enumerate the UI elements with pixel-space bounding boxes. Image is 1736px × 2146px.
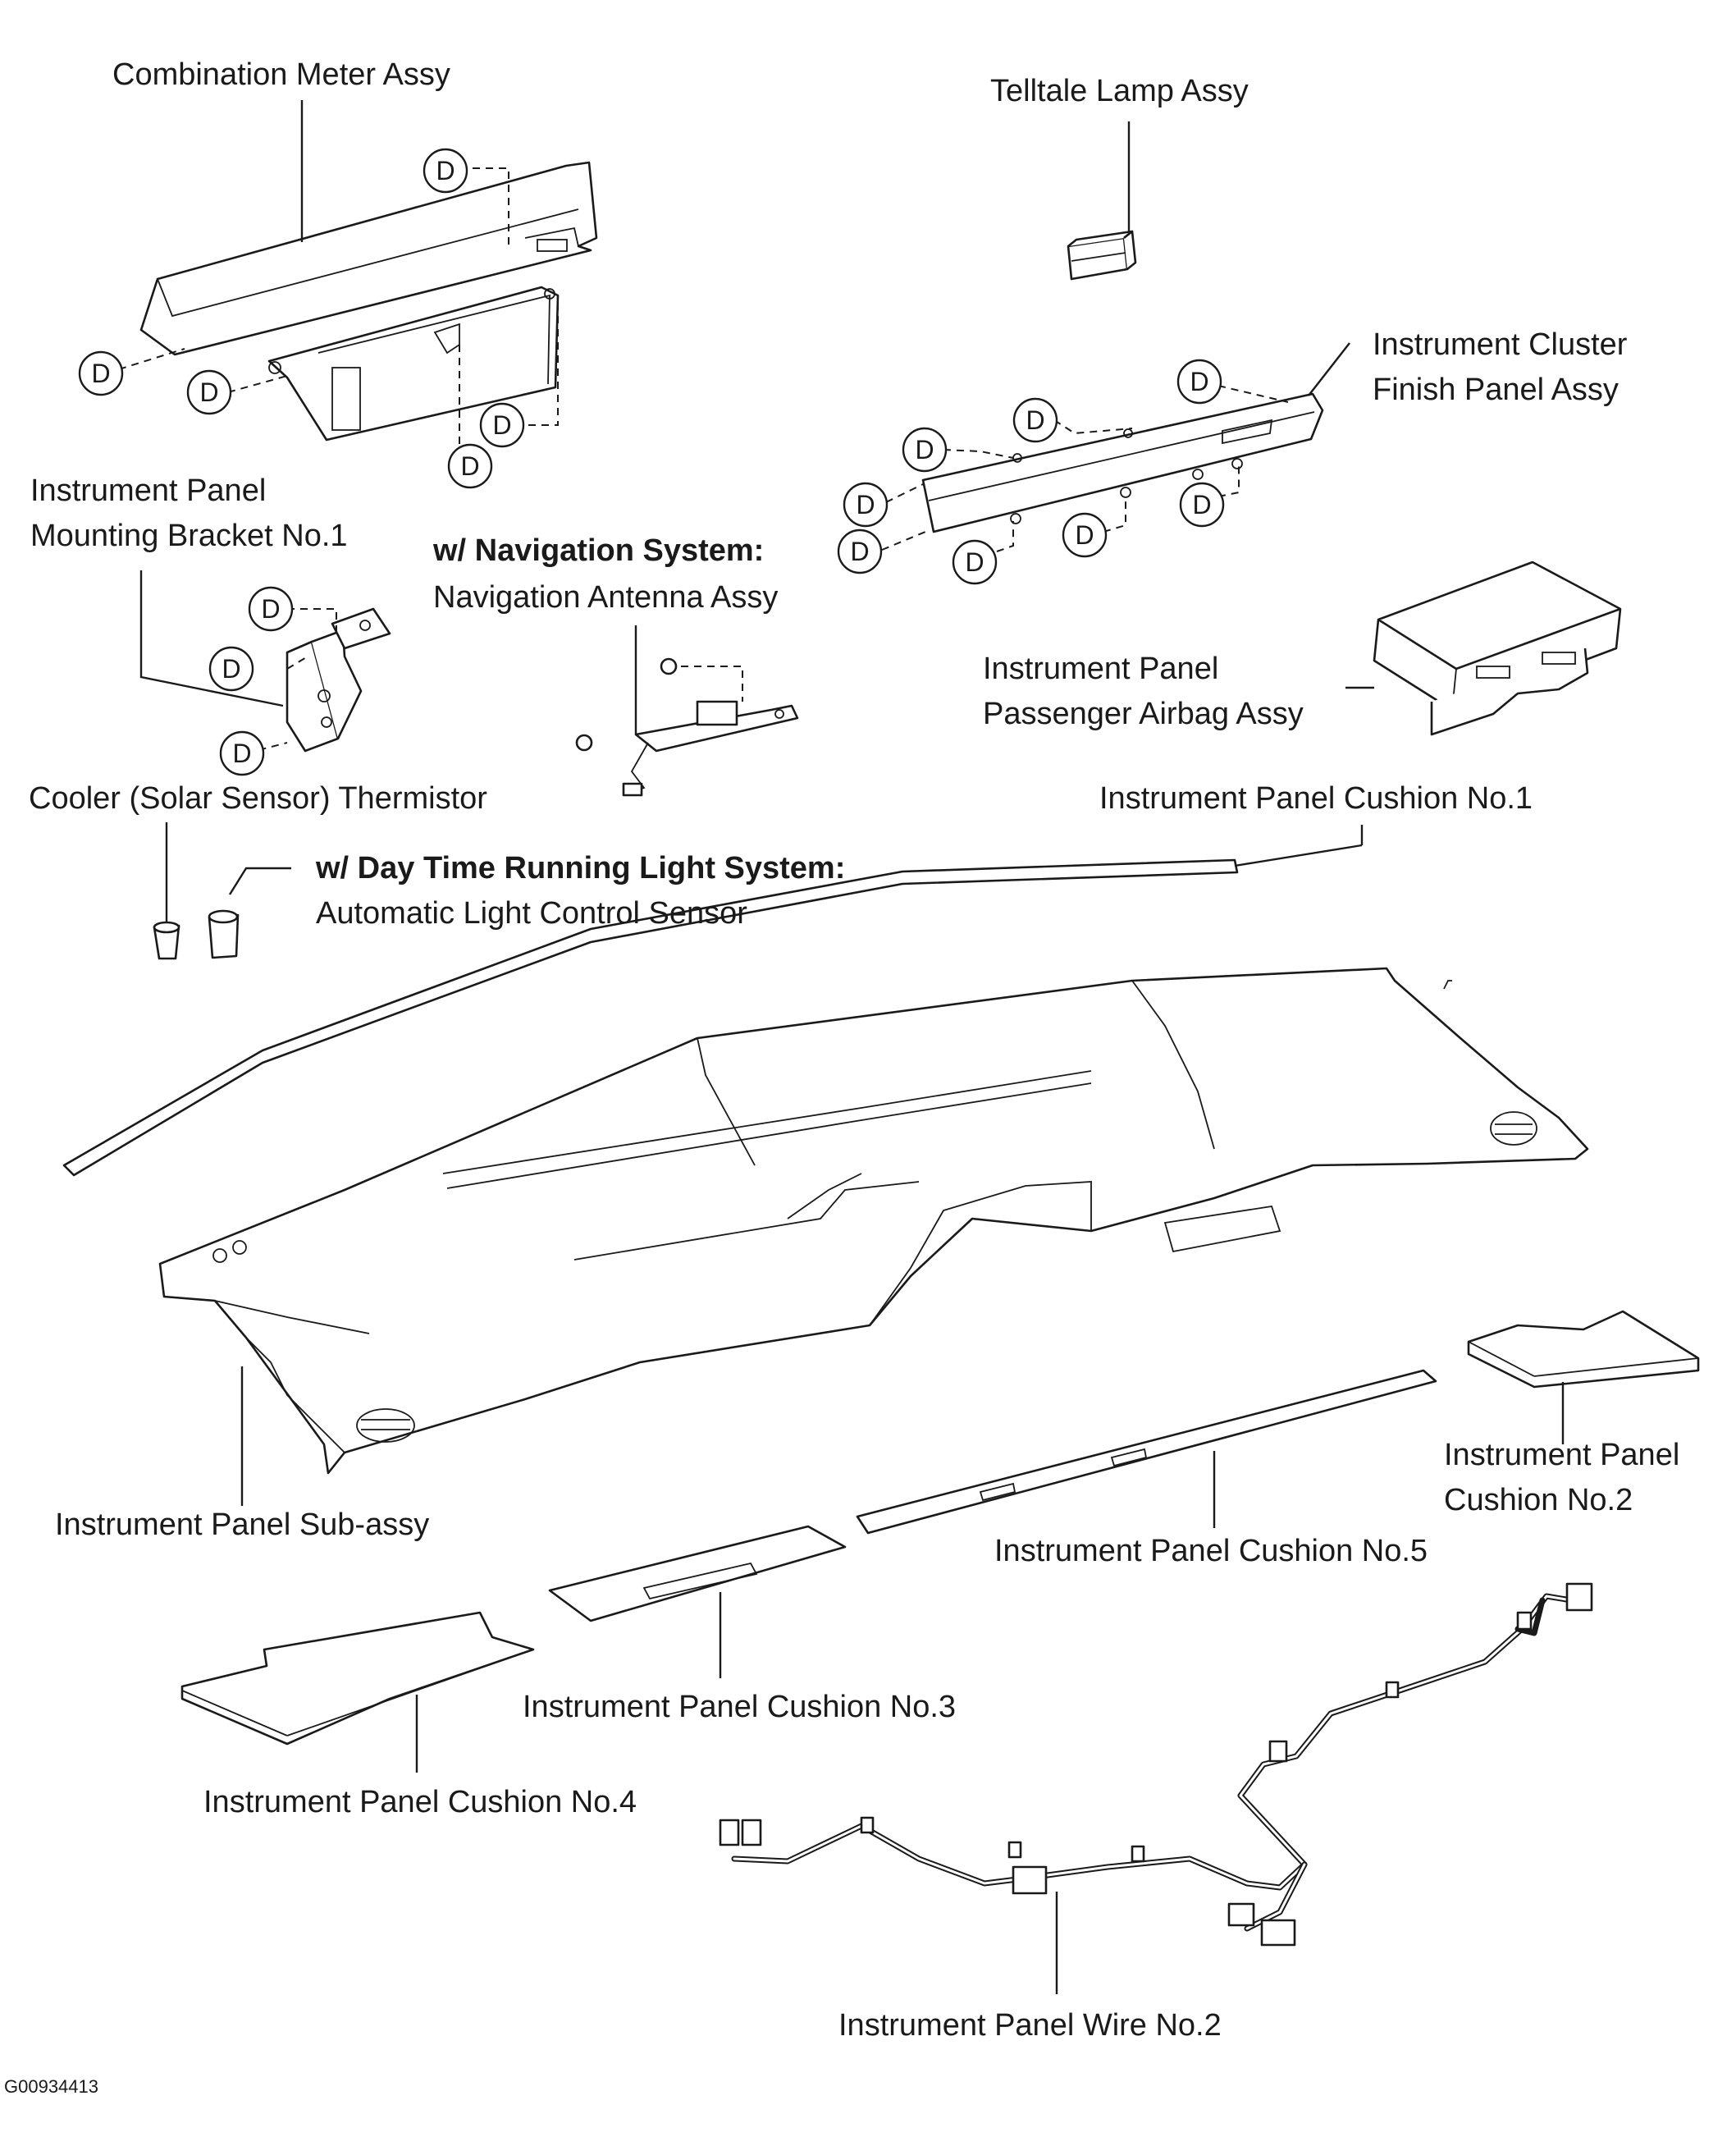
instrument-cluster-finish-panel bbox=[921, 392, 1324, 533]
svg-text:D: D bbox=[965, 547, 984, 577]
automatic-light-control-sensor bbox=[208, 909, 240, 959]
leader-mounting-bracket bbox=[139, 570, 284, 707]
clip-marker-d: D bbox=[902, 427, 948, 473]
svg-text:D: D bbox=[232, 739, 251, 768]
solar-sensor-thermistor bbox=[153, 921, 180, 960]
label-light-sensor: Automatic Light Control Sensor bbox=[316, 896, 747, 931]
clip-marker-d: D bbox=[843, 482, 889, 528]
svg-text:D: D bbox=[856, 490, 875, 519]
label-mounting-bracket-1: Instrument Panel bbox=[30, 474, 266, 508]
clip-marker-d: D bbox=[186, 369, 232, 415]
clip-marker-d: D bbox=[1176, 359, 1222, 405]
clip-marker-d: D bbox=[479, 402, 525, 448]
svg-text:D: D bbox=[91, 359, 110, 388]
leader-cluster-finish bbox=[1308, 342, 1350, 396]
svg-text:D: D bbox=[1075, 520, 1094, 550]
clip-marker-d: D bbox=[837, 528, 883, 574]
svg-text:D: D bbox=[261, 594, 280, 624]
instrument-panel-cushion-no2 bbox=[1467, 1310, 1700, 1389]
clip-marker-d: D bbox=[219, 730, 265, 776]
clip-marker-d: D bbox=[952, 539, 998, 585]
svg-text:D: D bbox=[492, 410, 511, 440]
label-cluster-finish-2: Finish Panel Assy bbox=[1373, 373, 1619, 407]
svg-text:D: D bbox=[1190, 367, 1208, 396]
svg-text:D: D bbox=[1192, 490, 1211, 519]
label-solar-sensor: Cooler (Solar Sensor) Thermistor bbox=[29, 781, 487, 816]
clip-marker-d: D bbox=[423, 148, 468, 194]
label-wire-2: Instrument Panel Wire No.2 bbox=[838, 2008, 1222, 2043]
svg-text:D: D bbox=[1026, 405, 1044, 435]
mounting-bracket-no1 bbox=[286, 607, 391, 753]
svg-text:D: D bbox=[460, 451, 479, 481]
label-cushion-4: Instrument Panel Cushion No.4 bbox=[203, 1785, 637, 1819]
instrument-panel-cushion-no4 bbox=[180, 1611, 535, 1746]
clip-marker-d: D bbox=[1062, 512, 1108, 558]
passenger-airbag-assy bbox=[1373, 561, 1622, 736]
instrument-panel-sub-assy bbox=[158, 967, 1589, 1475]
label-cluster-finish-1: Instrument Cluster bbox=[1373, 327, 1628, 362]
label-cushion-1: Instrument Panel Cushion No.1 bbox=[1099, 781, 1533, 816]
label-drl-condition: w/ Day Time Running Light System: bbox=[315, 851, 845, 885]
label-nav-condition: w/ Navigation System: bbox=[432, 533, 764, 568]
clip-marker-d: D bbox=[447, 443, 493, 489]
label-combination-meter: Combination Meter Assy bbox=[112, 57, 450, 92]
figure-code: G00934413 bbox=[4, 2076, 98, 2097]
clip-marker-d: D bbox=[1179, 482, 1225, 528]
instrument-panel-cushion-no1 bbox=[62, 858, 1239, 1177]
svg-text:D: D bbox=[850, 537, 869, 566]
leader-cushion-1 bbox=[1234, 844, 1363, 867]
label-cushion-2-a: Instrument Panel bbox=[1444, 1438, 1679, 1472]
label-cushion-2-b: Cushion No.2 bbox=[1444, 1483, 1633, 1517]
clip-marker-d: D bbox=[248, 586, 294, 632]
svg-text:D: D bbox=[222, 654, 240, 684]
clip-marker-d: D bbox=[208, 646, 254, 692]
label-cushion-5: Instrument Panel Cushion No.5 bbox=[994, 1534, 1428, 1568]
telltale-lamp-assy bbox=[1067, 230, 1137, 281]
clip-marker-d: D bbox=[1012, 397, 1058, 443]
instrument-panel-cushion-no3 bbox=[548, 1525, 847, 1622]
instrument-panel-cushion-no5 bbox=[856, 1369, 1437, 1535]
combination-meter-assy bbox=[139, 161, 598, 442]
svg-text:D: D bbox=[915, 435, 934, 464]
label-airbag-2: Passenger Airbag Assy bbox=[983, 697, 1304, 731]
clip-marker-d: D bbox=[78, 350, 124, 396]
label-telltale-lamp: Telltale Lamp Assy bbox=[990, 74, 1249, 108]
label-airbag-1: Instrument Panel bbox=[983, 652, 1218, 686]
leader-light-sensor bbox=[228, 867, 291, 895]
label-cushion-3: Instrument Panel Cushion No.3 bbox=[523, 1690, 956, 1724]
instrument-panel-wire-no2 bbox=[719, 1582, 1593, 1947]
label-mounting-bracket-2: Mounting Bracket No.1 bbox=[30, 519, 348, 553]
label-panel-sub-assy: Instrument Panel Sub-assy bbox=[55, 1508, 429, 1542]
navigation-antenna-assy bbox=[575, 657, 799, 797]
svg-text:D: D bbox=[436, 156, 455, 185]
svg-text:D: D bbox=[199, 377, 218, 407]
label-nav-antenna: Navigation Antenna Assy bbox=[433, 580, 778, 615]
